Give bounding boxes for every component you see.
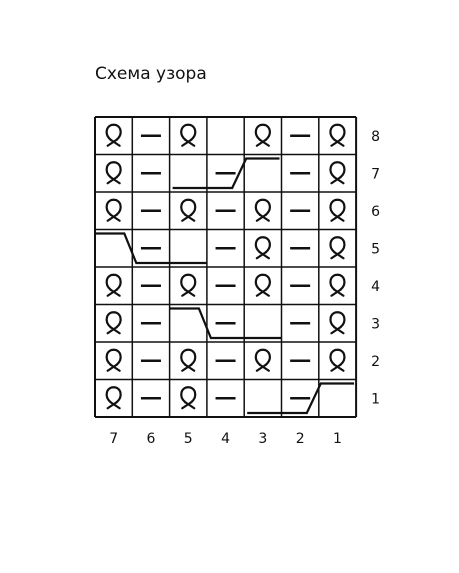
chart-cell <box>180 123 197 147</box>
row-number-label: 6 <box>371 204 380 220</box>
chart-cell <box>105 386 122 410</box>
twisted-knit-stitch-icon <box>329 123 346 147</box>
column-number-label: 7 <box>109 431 118 447</box>
cable-cross-line <box>247 382 355 415</box>
chart-cell <box>329 236 346 260</box>
chart-cell <box>105 198 122 222</box>
twisted-knit-stitch-icon <box>180 273 197 297</box>
column-number-label: 5 <box>184 431 193 447</box>
twisted-knit-stitch-icon <box>180 348 197 372</box>
row-number-label: 7 <box>371 166 380 182</box>
twisted-knit-stitch-icon <box>329 161 346 185</box>
chart-cell <box>329 123 346 147</box>
twisted-knit-stitch-icon <box>329 273 346 297</box>
column-number-label: 2 <box>296 431 305 447</box>
column-number-label: 4 <box>221 431 230 447</box>
column-number-label: 1 <box>333 431 342 447</box>
chart-cell <box>105 161 122 185</box>
chart-cell <box>105 348 122 372</box>
chart-cell <box>329 198 346 222</box>
chart-cell <box>105 273 122 297</box>
twisted-knit-stitch-icon <box>105 161 122 185</box>
chart-cell <box>105 311 122 335</box>
row-number-label: 2 <box>371 354 380 370</box>
cable-cross-line <box>95 232 207 265</box>
row-number-label: 5 <box>371 241 380 257</box>
twisted-knit-stitch-icon <box>180 386 197 410</box>
twisted-knit-stitch-icon <box>105 386 122 410</box>
twisted-knit-stitch-icon <box>254 273 271 297</box>
row-number-label: 3 <box>371 316 380 332</box>
chart-cell <box>180 273 197 297</box>
twisted-knit-stitch-icon <box>329 348 346 372</box>
twisted-knit-stitch-icon <box>329 236 346 260</box>
row-number-label: 1 <box>371 391 380 407</box>
twisted-knit-stitch-icon <box>105 311 122 335</box>
chart-cell <box>254 273 271 297</box>
cable-cross-line <box>169 307 282 340</box>
chart-cell <box>105 123 122 147</box>
column-number-label: 3 <box>258 431 267 447</box>
chart-title: Схема узора <box>95 64 207 84</box>
chart-cell <box>254 198 271 222</box>
twisted-knit-stitch-icon <box>329 311 346 335</box>
twisted-knit-stitch-icon <box>180 198 197 222</box>
chart-cell <box>329 161 346 185</box>
chart-cell <box>329 273 346 297</box>
twisted-knit-stitch-icon <box>254 348 271 372</box>
row-number-label: 8 <box>371 129 380 145</box>
twisted-knit-stitch-icon <box>105 123 122 147</box>
chart-cell <box>254 236 271 260</box>
twisted-knit-stitch-icon <box>105 198 122 222</box>
column-number-label: 6 <box>146 431 155 447</box>
twisted-knit-stitch-icon <box>254 123 271 147</box>
chart-cell <box>329 348 346 372</box>
chart-cell <box>180 386 197 410</box>
twisted-knit-stitch-icon <box>105 273 122 297</box>
chart-cell <box>254 348 271 372</box>
twisted-knit-stitch-icon <box>180 123 197 147</box>
chart-cell <box>180 348 197 372</box>
chart-cell <box>329 311 346 335</box>
cable-cross-line <box>172 157 280 190</box>
chart-cell <box>180 198 197 222</box>
twisted-knit-stitch-icon <box>254 236 271 260</box>
chart-cell <box>254 123 271 147</box>
row-number-label: 4 <box>371 279 380 295</box>
twisted-knit-stitch-icon <box>254 198 271 222</box>
twisted-knit-stitch-icon <box>329 198 346 222</box>
twisted-knit-stitch-icon <box>105 348 122 372</box>
